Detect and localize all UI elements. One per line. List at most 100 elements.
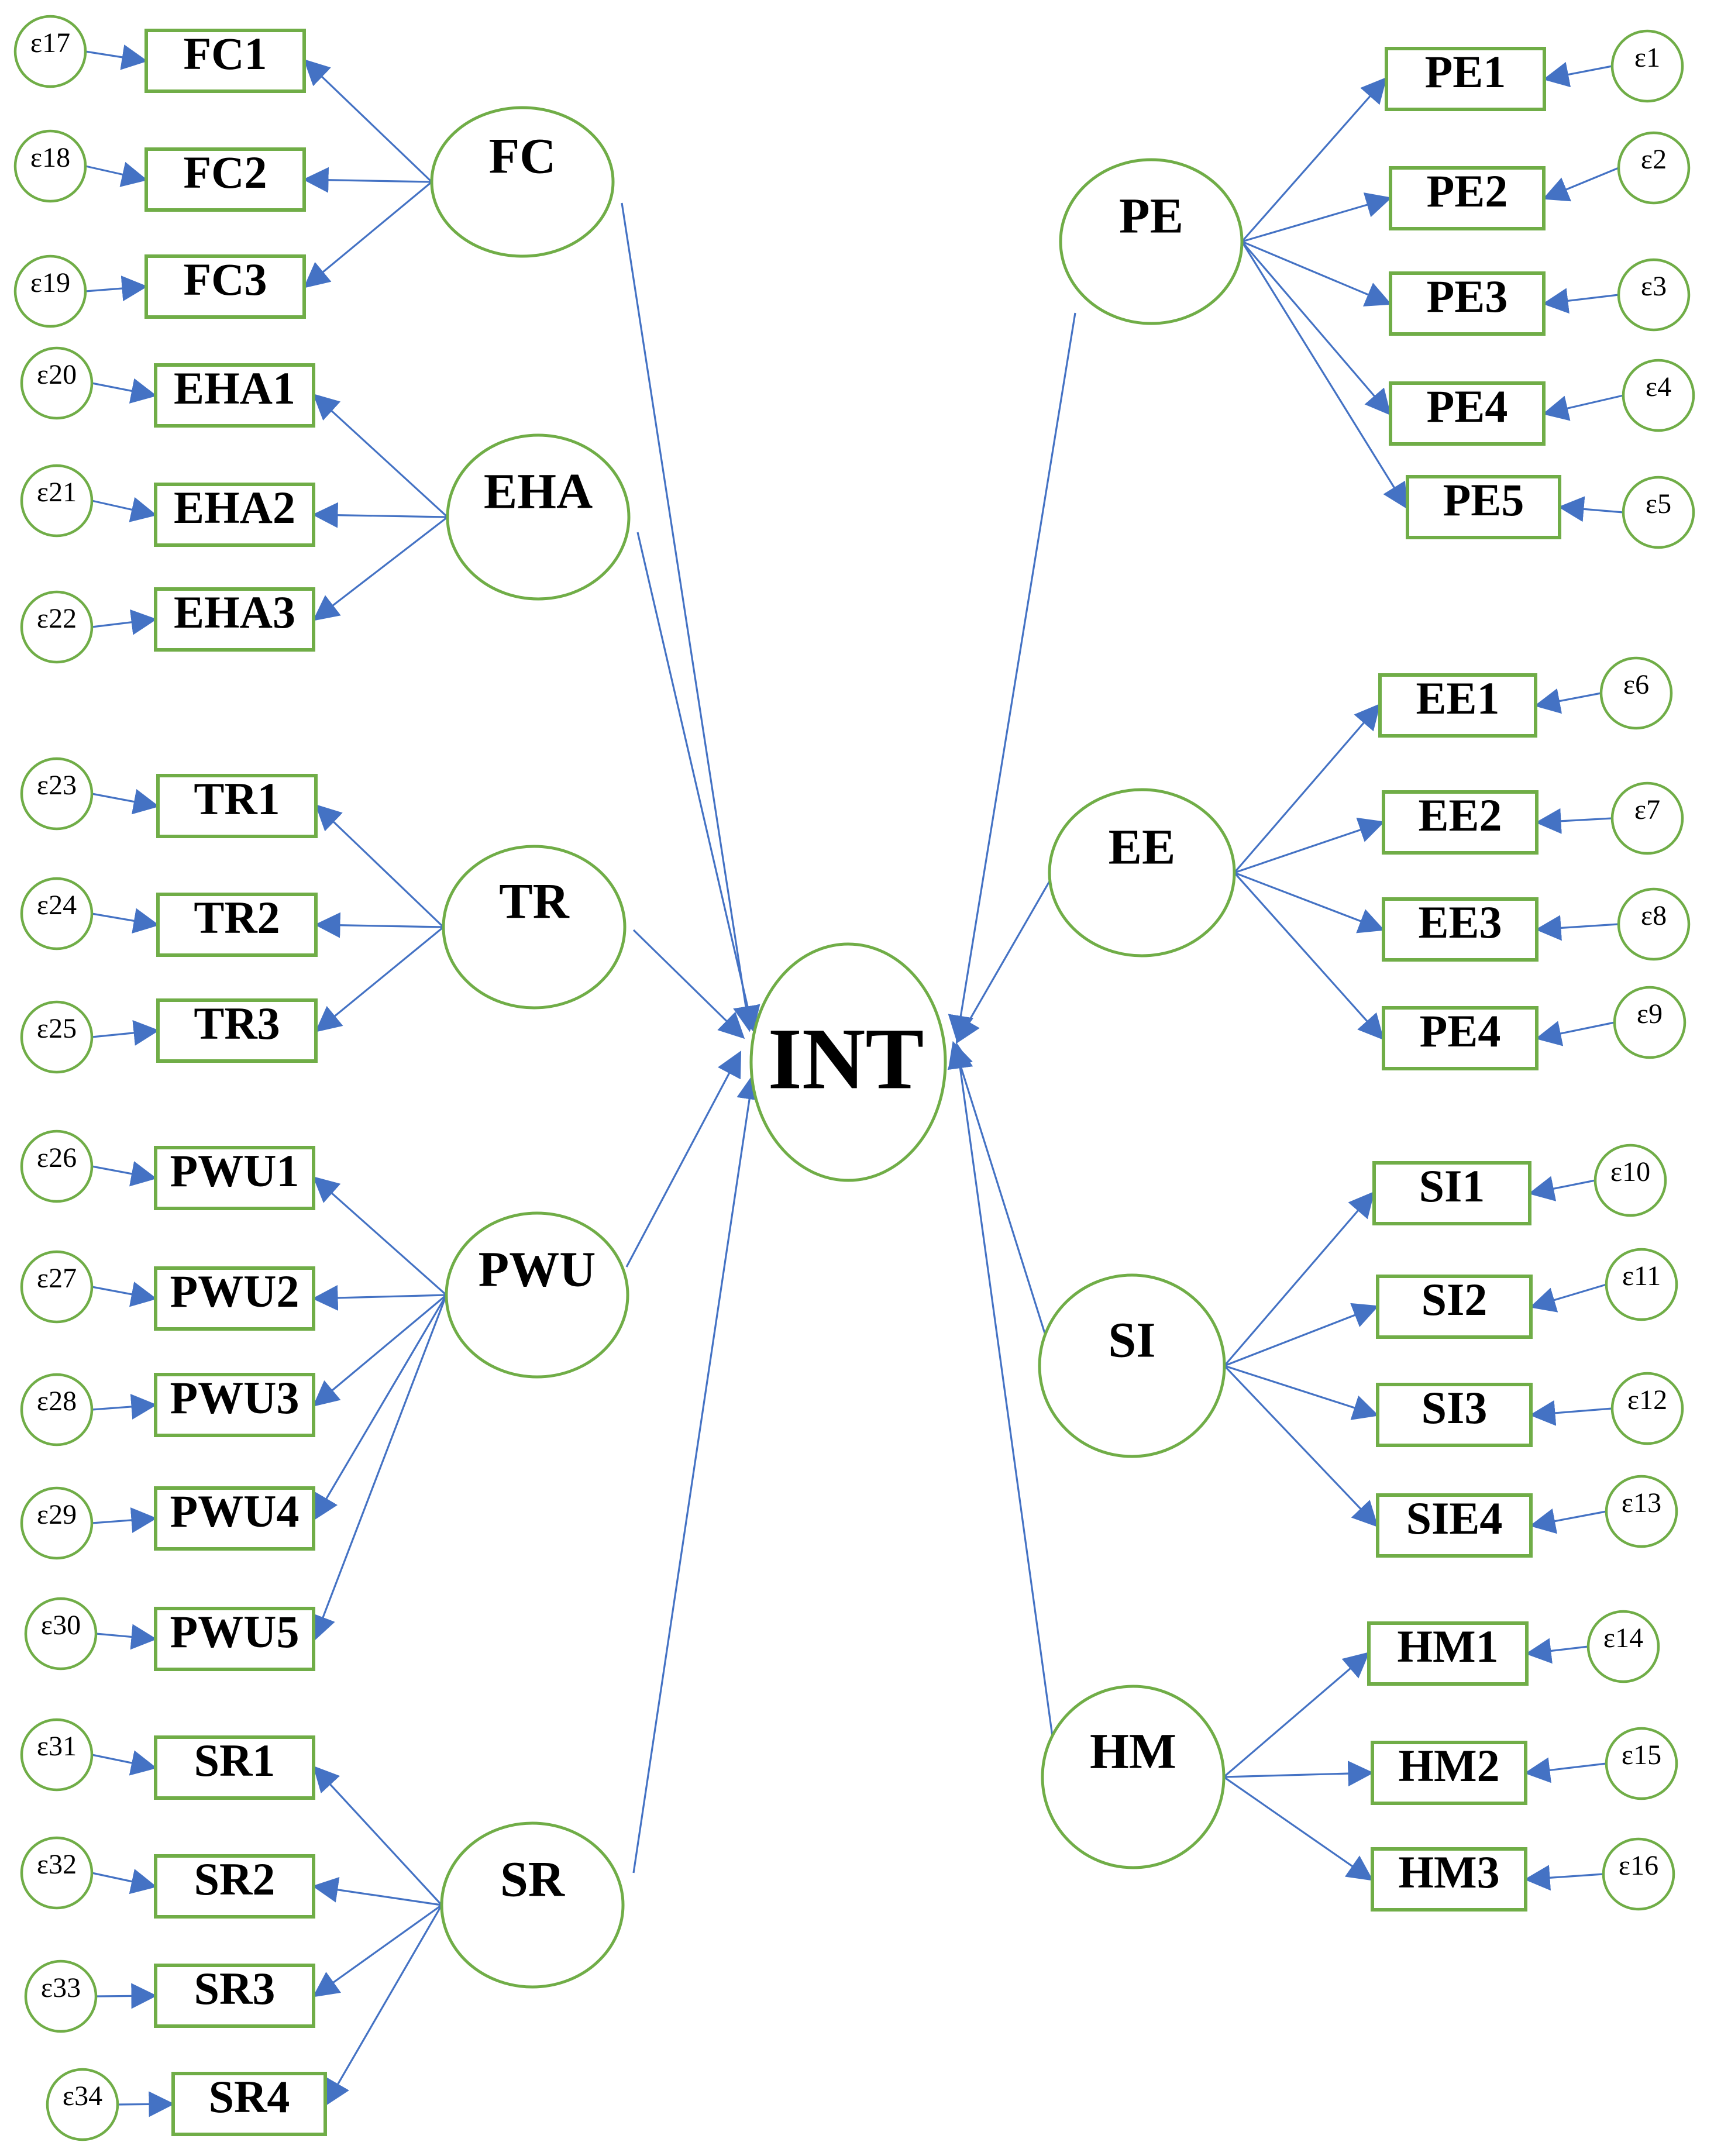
indicator-fc3-box: [144, 254, 306, 319]
error-e4-label: ε4: [1646, 371, 1671, 402]
arrow-fc-to-fc2: [302, 167, 432, 193]
arrow-pwu-to-pwu2: [312, 1284, 447, 1311]
arrow-ee-to-int: [955, 880, 1051, 1044]
arrow-eha-to-eha3: [312, 516, 448, 621]
arrow-pe-to-pe1: [1241, 77, 1387, 243]
error-e17-circle: [13, 15, 87, 88]
error-e19: ε19: [13, 254, 87, 328]
arrow-tr-to-tr2: [314, 912, 444, 938]
indicator-si2-box: [1376, 1275, 1533, 1339]
error-e2: ε2: [1617, 131, 1691, 205]
error-e6-label: ε6: [1623, 669, 1649, 700]
latent-pe-ellipse: [1059, 158, 1244, 325]
error-e24-label: ε24: [37, 890, 77, 921]
error-e23-label: ε23: [37, 770, 77, 801]
indicator-sr2-label: SR2: [194, 1854, 276, 1904]
latent-int: INT: [749, 942, 947, 1182]
indicator-sr2: SR2: [154, 1854, 315, 1919]
indicator-tr3: TR3: [156, 998, 318, 1063]
indicator-sr2-box: [154, 1854, 315, 1919]
indicator-hm3-label: HM3: [1398, 1847, 1499, 1897]
indicator-pe2-label: PE2: [1427, 166, 1508, 216]
indicator-eha1: EHA1: [154, 363, 315, 428]
indicator-fc1: FC1: [144, 28, 306, 93]
indicator-sr1-box: [154, 1735, 315, 1800]
indicator-pwu3-box: [154, 1373, 315, 1437]
error-e21-circle: [20, 464, 94, 538]
indicator-eha3: EHA3: [154, 587, 315, 652]
arrow-e27-to-pwu2: [91, 1282, 157, 1307]
arrow-e19-to-fc3: [85, 275, 148, 302]
arrow-pwu-to-pwu5: [311, 1294, 448, 1642]
indicator-pwu5-label: PWU5: [170, 1606, 300, 1657]
latent-hm: HM: [1041, 1685, 1226, 1869]
error-e31-label: ε31: [37, 1731, 77, 1762]
indicator-sr4-label: SR4: [209, 2071, 290, 2122]
indicator-pwu1-label: PWU1: [170, 1145, 300, 1196]
arrow-e13-to-si4: [1529, 1508, 1607, 1534]
indicator-pe1-box: [1385, 47, 1546, 111]
arrows-layer: [85, 44, 1624, 2117]
arrow-ee-to-ee3: [1234, 872, 1385, 934]
indicator-pwu3-label: PWU3: [170, 1372, 300, 1423]
arrow-hm-to-hm2: [1223, 1761, 1374, 1787]
error-e18-circle: [13, 129, 87, 203]
indicator-ee2: EE2: [1382, 790, 1539, 855]
error-e26-circle: [20, 1129, 94, 1203]
arrow-e26-to-pwu1: [91, 1161, 157, 1187]
indicator-si3: SI3: [1376, 1382, 1533, 1447]
indicator-pe4-label: PE4: [1427, 381, 1508, 432]
indicator-pwu1-box: [154, 1146, 315, 1210]
error-e4: ε4: [1622, 359, 1695, 432]
error-e1: ε1: [1610, 29, 1684, 103]
indicator-ee2-box: [1382, 790, 1539, 855]
error-e8-circle: [1617, 887, 1691, 961]
latent-ee-ellipse: [1048, 788, 1236, 958]
error-e22: ε22: [20, 590, 94, 664]
arrow-ee-to-ee4: [1233, 872, 1384, 1041]
error-e15: ε15: [1605, 1727, 1678, 1800]
indicator-hm3-box: [1371, 1847, 1527, 1912]
error-e25: ε25: [20, 1000, 94, 1074]
latent-ee: EE: [1048, 788, 1236, 958]
indicator-hm2-label: HM2: [1398, 1740, 1499, 1791]
indicator-si3-label: SI3: [1422, 1382, 1488, 1433]
indicator-si1: SI1: [1372, 1160, 1531, 1225]
error-e2-label: ε2: [1641, 144, 1667, 175]
error-e4-circle: [1622, 359, 1695, 432]
indicator-si4-label: SIE4: [1406, 1493, 1503, 1544]
indicator-ee1: EE1: [1378, 673, 1537, 738]
indicator-tr2-label: TR2: [194, 892, 280, 943]
error-e27-label: ε27: [37, 1263, 77, 1294]
latent-pwu-label: PWU: [479, 1241, 596, 1297]
error-e22-label: ε22: [37, 603, 77, 634]
error-e28-circle: [20, 1373, 94, 1446]
indicator-fc2: FC2: [144, 147, 306, 212]
error-e27: ε27: [20, 1250, 94, 1324]
indicator-ee4: PE4: [1382, 1005, 1539, 1070]
arrow-pe-to-pe3: [1241, 240, 1392, 306]
arrow-e32-to-sr2: [91, 1869, 157, 1895]
arrow-sr-to-sr1: [313, 1765, 443, 1906]
arrow-e16-to-hm3: [1524, 1865, 1604, 1891]
arrow-e2-to-pe2: [1542, 167, 1619, 202]
arrow-eha-to-eha1: [312, 394, 449, 518]
indicator-tr2-box: [156, 893, 318, 957]
error-e16: ε16: [1602, 1837, 1675, 1911]
indicator-eha1-box: [154, 363, 315, 428]
indicator-pwu4: PWU4: [154, 1486, 315, 1551]
indicator-eha2-box: [154, 483, 315, 547]
indicator-pe2: PE2: [1389, 166, 1546, 230]
arrow-sr-to-sr3: [312, 1904, 442, 1997]
arrow-sr-to-int: [632, 1073, 762, 1873]
arrow-sr-to-sr4: [325, 1904, 443, 2106]
arrow-eha-to-int: [636, 532, 760, 1032]
error-e27-circle: [20, 1250, 94, 1324]
arrow-e8-to-ee3: [1535, 915, 1619, 941]
indicator-hm2: HM2: [1371, 1740, 1527, 1805]
arrow-e12-to-si3: [1529, 1400, 1613, 1426]
indicator-sr3-label: SR3: [194, 1963, 276, 2014]
indicator-eha3-label: EHA3: [174, 587, 295, 638]
error-e26-label: ε26: [37, 1142, 77, 1173]
shapes-layer: INTFCEHATRPWUSRPEEESIHMFC1FC2FC3EHA1EHA2…: [13, 15, 1695, 2141]
